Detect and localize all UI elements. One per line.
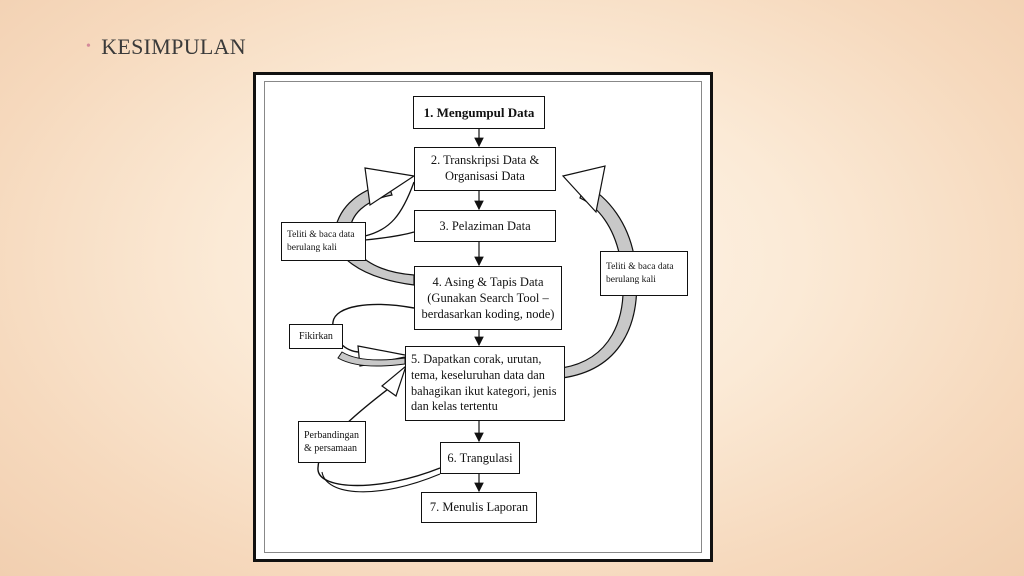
note-teliti-left-label: Teliti & baca data berulang kali xyxy=(287,230,355,253)
step-4-box: 4. Asing & Tapis Data (Gunakan Search To… xyxy=(414,266,562,330)
slide-title: • KESIMPULAN xyxy=(86,34,246,60)
step-7-label: 7. Menulis Laporan xyxy=(429,500,529,514)
line-teliti-to-step3 xyxy=(364,231,415,241)
note-fikirkan: Fikirkan xyxy=(289,324,343,349)
loop-perbandingan xyxy=(317,379,441,487)
line-teliti-to-step2 xyxy=(364,181,415,237)
perbandingan-arrowhead xyxy=(381,364,408,397)
step-5-box: 5. Dapatkan corak, urutan, tema, keselur… xyxy=(405,346,565,421)
title-text: KESIMPULAN xyxy=(101,34,246,59)
note-perbandingan-label: Perbandingan & persamaan xyxy=(304,429,359,455)
step-7-box: 7. Menulis Laporan xyxy=(421,492,537,523)
note-teliti-right: Teliti & baca data berulang kali xyxy=(600,251,688,296)
loop-perbandingan-inner xyxy=(321,471,441,493)
step-3-label: 3. Pelaziman Data xyxy=(439,218,531,233)
note-teliti-left: Teliti & baca data berulang kali xyxy=(281,222,366,261)
step-3-box: 3. Pelaziman Data xyxy=(414,210,556,242)
note-teliti-right-label: Teliti & baca data berulang kali xyxy=(606,262,674,285)
step-1-label: 1. Mengumpul Data xyxy=(423,104,535,120)
note-perbandingan: Perbandingan & persamaan xyxy=(298,421,366,463)
step-2-label: 2. Transkripsi Data & Organisasi Data xyxy=(430,153,540,183)
loop-right-arrowhead xyxy=(561,165,606,214)
step-5-label: 5. Dapatkan corak, urutan, tema, keselur… xyxy=(411,351,557,414)
loop-left-arrowhead xyxy=(364,167,416,207)
step-4-label: 4. Asing & Tapis Data (Gunakan Search To… xyxy=(421,274,555,322)
step-6-box: 6. Trangulasi xyxy=(440,442,520,474)
loop-fikirkan xyxy=(332,303,415,353)
step-1-box: 1. Mengumpul Data xyxy=(413,96,545,129)
step-6-label: 6. Trangulasi xyxy=(447,450,513,465)
note-fikirkan-label: Fikirkan xyxy=(299,331,333,342)
title-bullet: • xyxy=(86,39,92,54)
step-2-box: 2. Transkripsi Data & Organisasi Data xyxy=(414,147,556,191)
